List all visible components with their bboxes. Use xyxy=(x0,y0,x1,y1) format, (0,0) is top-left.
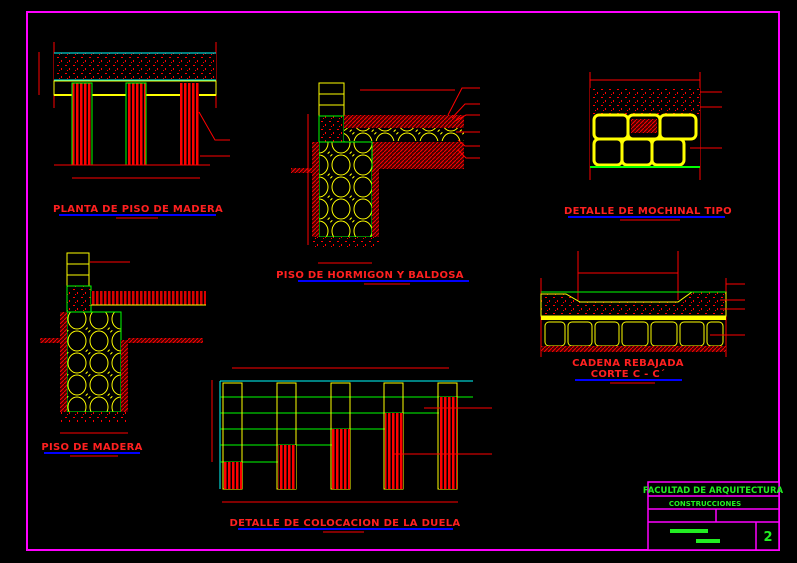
sheet-border xyxy=(26,11,780,551)
drawing-cadena-rebajada: CADENA REBAJADA CORTE C - C´ xyxy=(540,251,745,384)
drawing-title: PLANTA DE PISO DE MADERA xyxy=(53,204,223,215)
subject-name: CONSTRUCCIONES xyxy=(669,500,741,508)
drawing-detalle-mochinal: DETALLE DE MOCHINAL TIPO xyxy=(564,72,732,221)
drawing-planta-piso-madera: PLANTA DE PISO DE MADERA xyxy=(38,42,230,219)
drawing-colocacion-duela: DETALLE DE COLOCACION DE LA DUELA xyxy=(211,367,492,533)
title-block-note xyxy=(670,529,708,533)
drawing-title: PISO DE HORMIGON Y BALDOSA xyxy=(276,270,464,281)
title-block: FACULTAD DE ARQUITECTURA CONSTRUCCIONES … xyxy=(643,481,784,551)
drawing-title-line2: CORTE C - C´ xyxy=(591,368,666,380)
title-block-note xyxy=(696,539,720,543)
drawing-title: PISO DE MADERA xyxy=(41,442,142,453)
drawing-title: DETALLE DE MOCHINAL TIPO xyxy=(564,206,732,217)
drawing-title: DETALLE DE COLOCACION DE LA DUELA xyxy=(230,518,461,529)
sheet-number: 2 xyxy=(763,530,772,545)
school-name: FACULTAD DE ARQUITECTURA xyxy=(643,486,784,496)
drawing-title-line1: CADENA REBAJADA xyxy=(572,358,684,369)
drawing-piso-hormigon-baldosa: PISO DE HORMIGON Y BALDOSA xyxy=(276,82,480,285)
drawing-piso-madera: PISO DE MADERA xyxy=(40,252,206,457)
